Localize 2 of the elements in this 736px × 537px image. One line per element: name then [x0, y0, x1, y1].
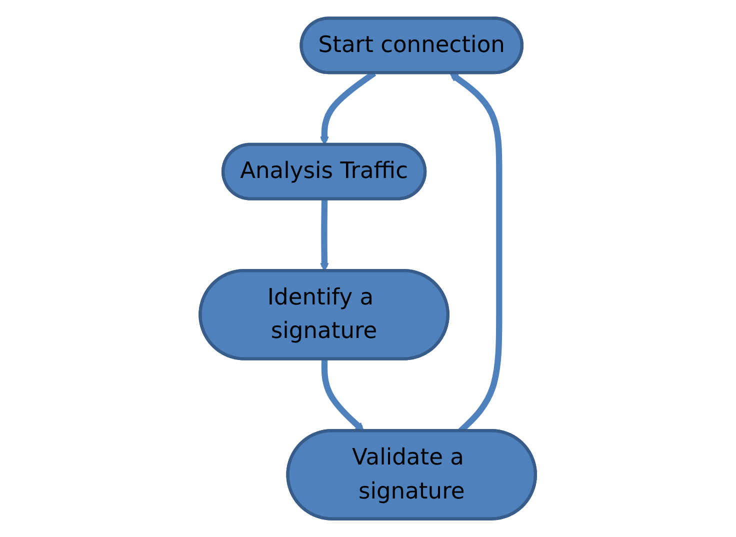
- arrow: [320, 199, 330, 272]
- arrow: [322, 359, 364, 432]
